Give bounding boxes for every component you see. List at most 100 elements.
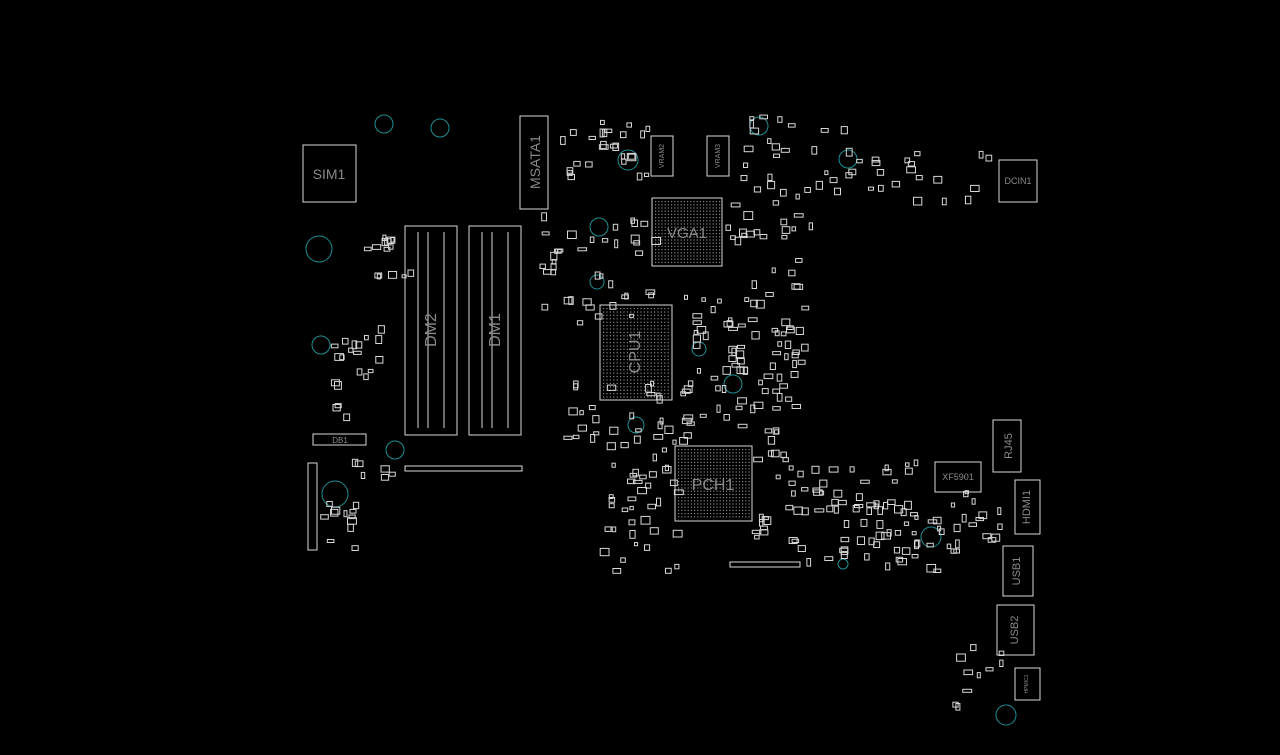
component-msata1[interactable]: MSATA1 bbox=[519, 115, 549, 210]
passive-component bbox=[771, 143, 781, 151]
ball-pad bbox=[647, 365, 649, 367]
ball-pad bbox=[657, 393, 659, 395]
ball-pad bbox=[603, 348, 605, 350]
component-hpmic1[interactable]: HPMIC1 bbox=[1014, 667, 1041, 701]
ball-pad bbox=[637, 325, 639, 327]
component-dm2[interactable]: DM2 bbox=[404, 225, 458, 436]
ball-pad bbox=[643, 372, 645, 374]
ball-pad bbox=[681, 471, 683, 473]
ball-pad bbox=[678, 500, 680, 502]
passive-component bbox=[961, 513, 967, 523]
ball-pad bbox=[677, 242, 679, 244]
ball-pad bbox=[694, 509, 696, 511]
ball-pad bbox=[667, 233, 669, 235]
ball-pad bbox=[626, 352, 628, 354]
ball-pad bbox=[674, 217, 676, 219]
ball-pad bbox=[650, 382, 652, 384]
ball-pad bbox=[687, 226, 689, 228]
passive-component bbox=[737, 397, 747, 405]
ball-pad bbox=[697, 493, 699, 495]
label-vram2: VRAM2 bbox=[659, 144, 666, 168]
passive-component bbox=[567, 230, 577, 239]
component-sim1[interactable]: SIM1 bbox=[302, 144, 357, 203]
passive-component bbox=[686, 421, 695, 426]
ball-pad bbox=[655, 236, 657, 238]
ball-pad bbox=[719, 506, 721, 508]
ball-pad bbox=[633, 338, 635, 340]
passive-component bbox=[620, 131, 627, 139]
passive-component bbox=[645, 482, 652, 489]
ball-pad bbox=[715, 201, 717, 203]
passive-component bbox=[380, 474, 390, 481]
ball-pad bbox=[657, 369, 659, 371]
passive-component bbox=[684, 294, 688, 300]
ball-pad bbox=[706, 465, 708, 467]
passive-component bbox=[866, 507, 873, 515]
ball-pad bbox=[661, 207, 663, 209]
ball-pad bbox=[729, 516, 731, 518]
component-vram3[interactable]: VRAM3 bbox=[706, 135, 730, 177]
ball-pad bbox=[710, 452, 712, 454]
ball-pad bbox=[703, 210, 705, 212]
passive-component bbox=[820, 128, 829, 133]
ball-pad bbox=[687, 261, 689, 263]
ball-pad bbox=[742, 487, 744, 489]
ball-pad bbox=[616, 389, 618, 391]
ball-pad bbox=[603, 396, 605, 398]
ball-pad bbox=[713, 477, 715, 479]
ball-pad bbox=[729, 506, 731, 508]
component-db1[interactable]: DB1 bbox=[312, 433, 367, 446]
ball-pad bbox=[667, 226, 669, 228]
component-usb1[interactable]: USB1 bbox=[1002, 545, 1034, 597]
component-vga1[interactable]: VGA1 bbox=[651, 197, 723, 267]
ball-pad bbox=[716, 493, 718, 495]
passive-component bbox=[765, 292, 774, 297]
ball-pad bbox=[660, 325, 662, 327]
ball-pad bbox=[640, 369, 642, 371]
passive-component bbox=[788, 480, 796, 486]
component-vram2[interactable]: VRAM2 bbox=[650, 135, 674, 177]
component-dm1[interactable]: DM1 bbox=[468, 225, 522, 436]
passive-component bbox=[833, 505, 839, 514]
ball-pad bbox=[697, 503, 699, 505]
ball-pad bbox=[643, 345, 645, 347]
ball-pad bbox=[722, 474, 724, 476]
component-usb2[interactable]: USB2 bbox=[996, 604, 1035, 656]
component-cpu1[interactable]: CPU1 bbox=[599, 304, 673, 401]
ball-pad bbox=[697, 465, 699, 467]
ball-pad bbox=[637, 348, 639, 350]
component-rj45[interactable]: RJ45 bbox=[992, 419, 1022, 473]
ball-pad bbox=[671, 252, 673, 254]
ball-pad bbox=[655, 201, 657, 203]
ball-pad bbox=[713, 493, 715, 495]
ball-pad bbox=[633, 365, 635, 367]
ball-pad bbox=[658, 239, 660, 241]
ball-pad bbox=[738, 493, 740, 495]
passive-component bbox=[609, 143, 618, 149]
ball-pad bbox=[671, 258, 673, 260]
ball-pad bbox=[694, 516, 696, 518]
dimm-connector-strip bbox=[404, 465, 523, 472]
passive-component bbox=[364, 335, 369, 341]
ball-pad bbox=[674, 201, 676, 203]
ball-pad bbox=[671, 226, 673, 228]
ball-pad bbox=[680, 261, 682, 263]
ball-pad bbox=[681, 497, 683, 499]
ball-pad bbox=[660, 348, 662, 350]
ball-pad bbox=[699, 201, 701, 203]
ball-pad bbox=[643, 389, 645, 391]
ball-pad bbox=[643, 311, 645, 313]
component-hdmi1[interactable]: HDMI1 bbox=[1014, 479, 1041, 535]
component-dcin1[interactable]: DCIN1 bbox=[998, 159, 1038, 203]
ball-pad bbox=[710, 484, 712, 486]
ball-pad bbox=[667, 229, 669, 231]
ball-pad bbox=[637, 386, 639, 388]
component-pch1[interactable]: PCH1 bbox=[674, 445, 753, 522]
passive-component bbox=[784, 340, 792, 350]
component-xf5901[interactable]: XF5901 bbox=[934, 461, 982, 493]
ball-pad bbox=[719, 226, 721, 228]
ball-pad bbox=[664, 355, 666, 357]
ball-pad bbox=[722, 497, 724, 499]
passive-component bbox=[906, 166, 917, 174]
